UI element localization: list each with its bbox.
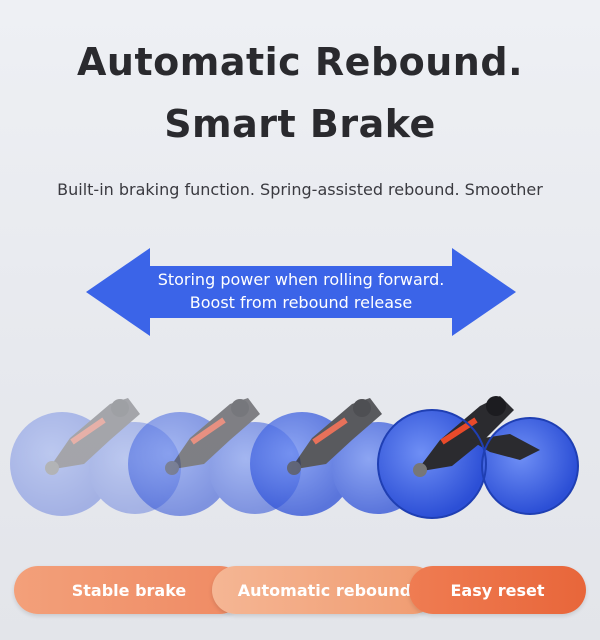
subtitle: Built-in braking function. Spring-assist…	[57, 180, 543, 199]
arrow-text-line-2: Boost from rebound release	[189, 293, 413, 312]
headline-line-2: Smart Brake	[164, 102, 436, 146]
feature-pill-stable-brake: Stable brake	[14, 566, 244, 614]
double-arrow-icon	[86, 248, 516, 336]
ab-roller-illustration	[10, 396, 579, 519]
arrow-text-line-1: Storing power when rolling forward.	[157, 270, 445, 289]
feature-label: Stable brake	[71, 580, 187, 600]
double-arrow-banner: Storing power when rolling forward. Boos…	[86, 248, 516, 336]
feature-label: Easy reset	[450, 580, 545, 600]
feature-pill-easy-reset: Easy reset	[409, 566, 586, 614]
feature-pill-automatic-rebound: Automatic rebound	[212, 566, 437, 614]
headline-line-1: Automatic Rebound.	[77, 40, 523, 84]
feature-pills: Stable brake Automatic rebound Easy rese…	[14, 566, 586, 614]
roller-frame-4	[377, 396, 579, 519]
ab-roller-sequence	[0, 380, 600, 520]
feature-label: Automatic rebound	[237, 580, 412, 600]
